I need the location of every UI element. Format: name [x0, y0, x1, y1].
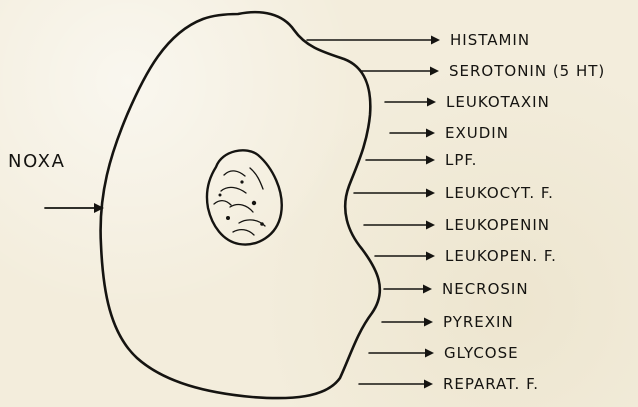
output-label-leukopenin: LEUKOPENIN — [445, 216, 550, 234]
output-arrowhead-reparat-f — [424, 380, 433, 389]
nucleus-dot-3 — [240, 180, 243, 183]
output-arrowhead-glycose — [425, 349, 434, 358]
output-label-pyrexin: PYREXIN — [443, 313, 514, 331]
output-label-histamin: HISTAMIN — [450, 31, 530, 49]
output-label-serotonin-5-ht: SEROTONIN (5 HT) — [449, 62, 605, 80]
output-leukotaxin: LEUKOTAXIN — [385, 93, 550, 111]
output-leukopen-f: LEUKOPEN. F. — [375, 247, 557, 265]
output-leukopenin: LEUKOPENIN — [364, 216, 550, 234]
output-label-leukocyt-f: LEUKOCYT. F. — [445, 184, 554, 202]
output-arrowhead-histamin — [431, 36, 440, 45]
output-arrowhead-leukocyt-f — [426, 189, 435, 198]
output-label-leukotaxin: LEUKOTAXIN — [446, 93, 550, 111]
output-label-leukopen-f: LEUKOPEN. F. — [445, 247, 557, 265]
output-label-lpf: LPF. — [445, 151, 477, 169]
output-glycose: GLYCOSE — [369, 344, 519, 362]
nucleus-dot-1 — [226, 216, 230, 220]
output-reparat-f: REPARAT. F. — [359, 375, 539, 393]
output-arrowhead-leukotaxin — [427, 98, 436, 107]
output-arrows: HISTAMIN SEROTONIN (5 HT) LEUKOTAXIN EXUDIN… — [307, 31, 605, 393]
nucleus-texture — [214, 168, 265, 235]
output-arrowhead-pyrexin — [424, 318, 433, 327]
output-serotonin-5-ht: SEROTONIN (5 HT) — [360, 62, 605, 80]
output-label-glycose: GLYCOSE — [444, 344, 519, 362]
output-label-reparat-f: REPARAT. F. — [443, 375, 539, 393]
output-arrowhead-lpf — [426, 156, 435, 165]
output-label-exudin: EXUDIN — [445, 124, 509, 142]
input-label: NOXA — [8, 151, 66, 172]
output-arrowhead-serotonin-5-ht — [430, 67, 439, 76]
output-arrowhead-leukopen-f — [426, 252, 435, 261]
output-arrowhead-leukopenin — [426, 221, 435, 230]
nucleus-dot-5 — [219, 194, 222, 197]
input-arrow — [45, 203, 104, 213]
output-pyrexin: PYREXIN — [382, 313, 514, 331]
nucleus-dot-2 — [252, 201, 256, 205]
output-necrosin: NECROSIN — [384, 280, 529, 298]
output-arrowhead-necrosin — [423, 285, 432, 294]
output-lpf: LPF. — [366, 151, 477, 169]
output-arrowhead-exudin — [426, 129, 435, 138]
output-histamin: HISTAMIN — [307, 31, 530, 49]
output-exudin: EXUDIN — [390, 124, 509, 142]
output-leukocyt-f: LEUKOCYT. F. — [354, 184, 554, 202]
nucleus-dot-4 — [260, 222, 264, 226]
output-label-necrosin: NECROSIN — [442, 280, 529, 298]
